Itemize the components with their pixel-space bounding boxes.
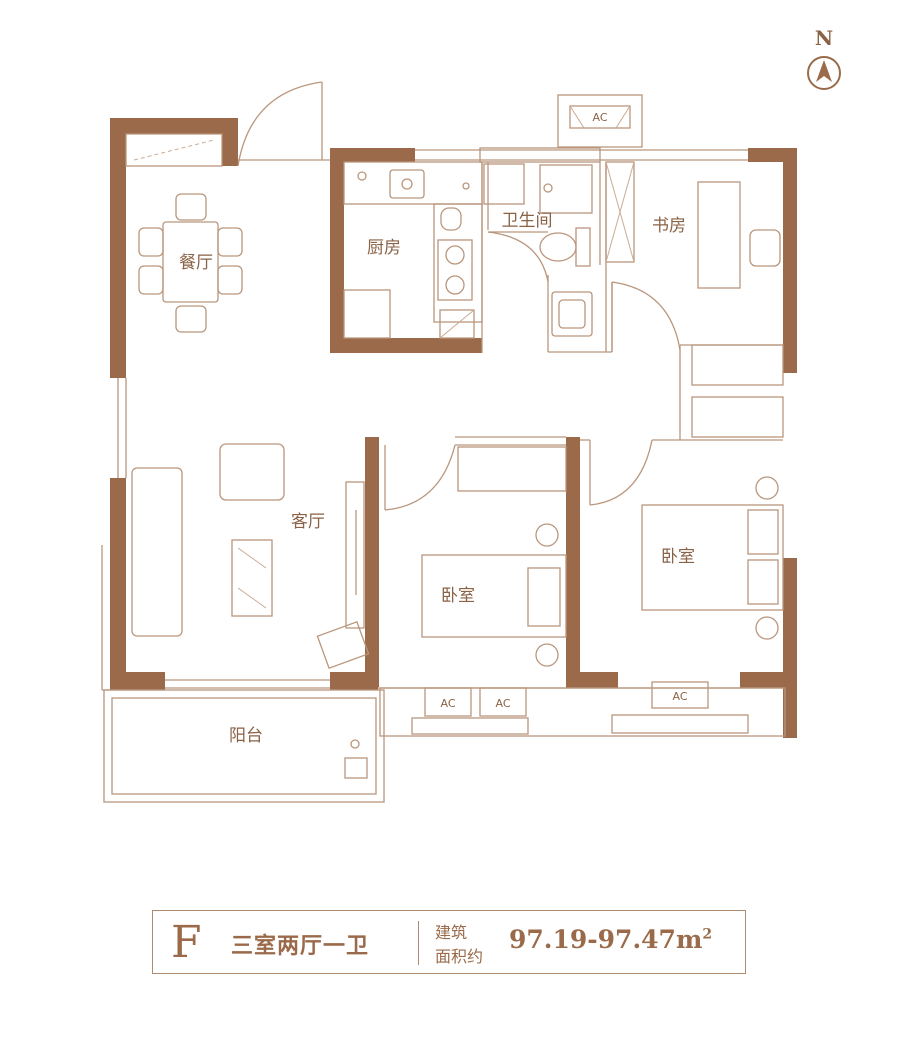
room-label-kitchen: 厨房 (367, 238, 401, 258)
balcony (103, 689, 385, 803)
wardrobes (457, 344, 784, 492)
ac-label-top: AC (592, 111, 607, 124)
dining-window (125, 133, 223, 167)
area-value-number: 97.19-97.47m (509, 925, 703, 954)
bathroom-fixtures (479, 147, 601, 337)
unit-type-letter: F (171, 917, 202, 968)
doors (237, 81, 681, 511)
room-label-living: 客厅 (291, 512, 325, 532)
ac-label-bottom-2: AC (495, 697, 510, 710)
room-label-bedroom-right: 卧室 (661, 547, 695, 567)
ac-label-bottom-3: AC (672, 690, 687, 703)
bedroom-right-furniture (641, 476, 784, 640)
room-label-dining: 餐厅 (179, 253, 213, 273)
unit-legend: F 三室两厅一卫 建筑 面积约 97.19-97.47m2 (152, 910, 746, 974)
area-unit-superscript: 2 (702, 926, 713, 943)
area-label-line1: 建筑 (435, 923, 468, 942)
room-label-balcony: 阳台 (229, 726, 263, 746)
bedroom-left-furniture (421, 523, 567, 667)
legend-divider (418, 921, 419, 965)
kitchen-fixtures (343, 161, 483, 339)
unit-layout: 三室两厅一卫 (231, 934, 370, 959)
compass (807, 56, 841, 90)
dining-table (138, 193, 243, 333)
ac-label-bottom-1: AC (440, 697, 455, 710)
room-label-study: 书房 (652, 216, 686, 236)
bottom-windows (379, 681, 786, 737)
area-label-line2: 面积约 (435, 947, 484, 966)
compass-north-label: N (815, 26, 833, 50)
living-furniture (131, 443, 370, 669)
room-label-bedroom-left: 卧室 (441, 586, 475, 606)
walls (110, 118, 797, 738)
study-furniture (605, 161, 781, 289)
room-label-bathroom: 卫生间 (502, 211, 553, 231)
top-ac-unit (557, 94, 643, 148)
area-value: 97.19-97.47m2 (509, 925, 712, 954)
